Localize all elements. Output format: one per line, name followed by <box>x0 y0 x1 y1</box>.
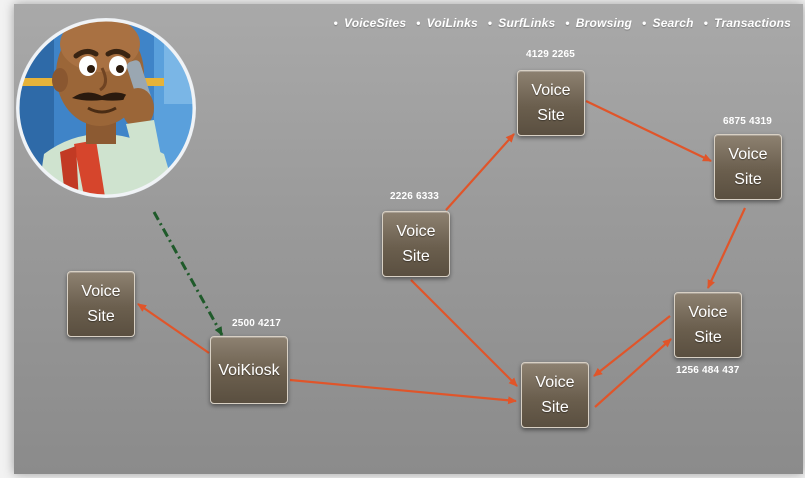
node-label-line1: Voice <box>728 146 768 163</box>
node-label-line1: Voice <box>531 82 571 99</box>
edge-kiosk-to-left <box>137 303 210 354</box>
nav-item-voilinks: •VoiLinks <box>416 16 478 30</box>
nav-item-voicesites: •VoiceSites <box>333 16 407 30</box>
edge-bottom-to-right-mid <box>594 338 672 408</box>
feature-nav: •VoiceSites •VoiLinks •SurfLinks •Browsi… <box>334 16 791 30</box>
node-label-line2: Site <box>541 399 569 416</box>
edge-right-mid-to-bottom <box>593 315 671 377</box>
edge-top-to-right-top <box>585 100 712 162</box>
voicesite-node-right-top: Voice Site <box>714 134 782 200</box>
man-on-phone-cartoon-icon <box>16 18 196 198</box>
edge-phone-to-kiosk <box>152 211 224 336</box>
voicesite-node-left: Voice Site <box>67 271 135 337</box>
voicesite-node-right-mid: Voice Site <box>674 292 742 358</box>
node-label-line2: Site <box>402 248 430 265</box>
nav-item-browsing: •Browsing <box>565 16 633 30</box>
phone-number-top: 4129 2265 <box>526 49 576 60</box>
phone-number-right-top: 6875 4319 <box>723 116 773 127</box>
edge-kiosk-to-bottom <box>289 378 517 405</box>
kiosk-label: VoiKiosk <box>218 361 280 379</box>
voicesite-node-bottom: Voice Site <box>521 362 589 428</box>
node-label-line2: Site <box>734 171 762 188</box>
voikiosk-node: VoiKiosk <box>210 336 288 404</box>
diagram-slide: •VoiceSites •VoiLinks •SurfLinks •Browsi… <box>14 4 803 474</box>
voicesite-node-top: Voice Site <box>517 70 585 136</box>
phone-number-kiosk: 2500 4217 <box>232 318 282 329</box>
node-label-line2: Site <box>537 107 565 124</box>
edge-center-to-bottom <box>410 279 518 387</box>
node-label-line1: Voice <box>81 283 121 300</box>
node-label-line1: Voice <box>396 223 436 240</box>
node-label-line2: Site <box>87 308 115 325</box>
nav-item-transactions: •Transactions <box>703 16 791 30</box>
phone-number-center: 2226 6333 <box>390 191 440 202</box>
nav-item-surflinks: •SurfLinks <box>487 16 556 30</box>
edges-layer <box>137 100 746 408</box>
node-label-line1: Voice <box>688 304 728 321</box>
phone-number-right-mid: 1256 484 437 <box>676 365 740 376</box>
node-label-line2: Site <box>694 329 722 346</box>
voicesite-node-center: Voice Site <box>382 211 450 277</box>
edge-right-top-to-right-mid <box>707 207 746 289</box>
node-label-line1: Voice <box>535 374 575 391</box>
nav-item-search: •Search <box>642 16 694 30</box>
edge-center-to-top <box>445 133 515 211</box>
